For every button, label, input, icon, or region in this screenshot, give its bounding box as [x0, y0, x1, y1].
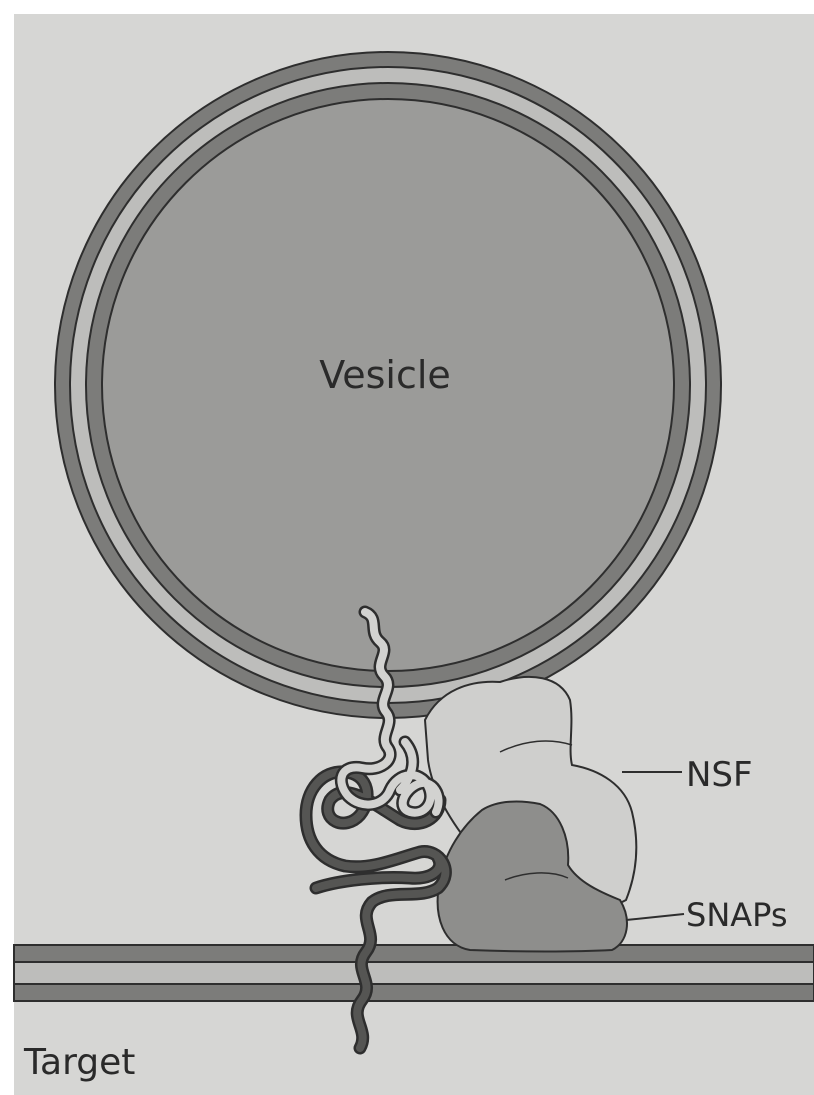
target-membrane — [14, 945, 814, 1001]
target-label: Target — [23, 1042, 135, 1083]
vesicle-label: Vesicle — [319, 353, 451, 397]
nsf-label: NSF — [686, 755, 753, 795]
snaps-label: SNAPs — [686, 896, 788, 934]
